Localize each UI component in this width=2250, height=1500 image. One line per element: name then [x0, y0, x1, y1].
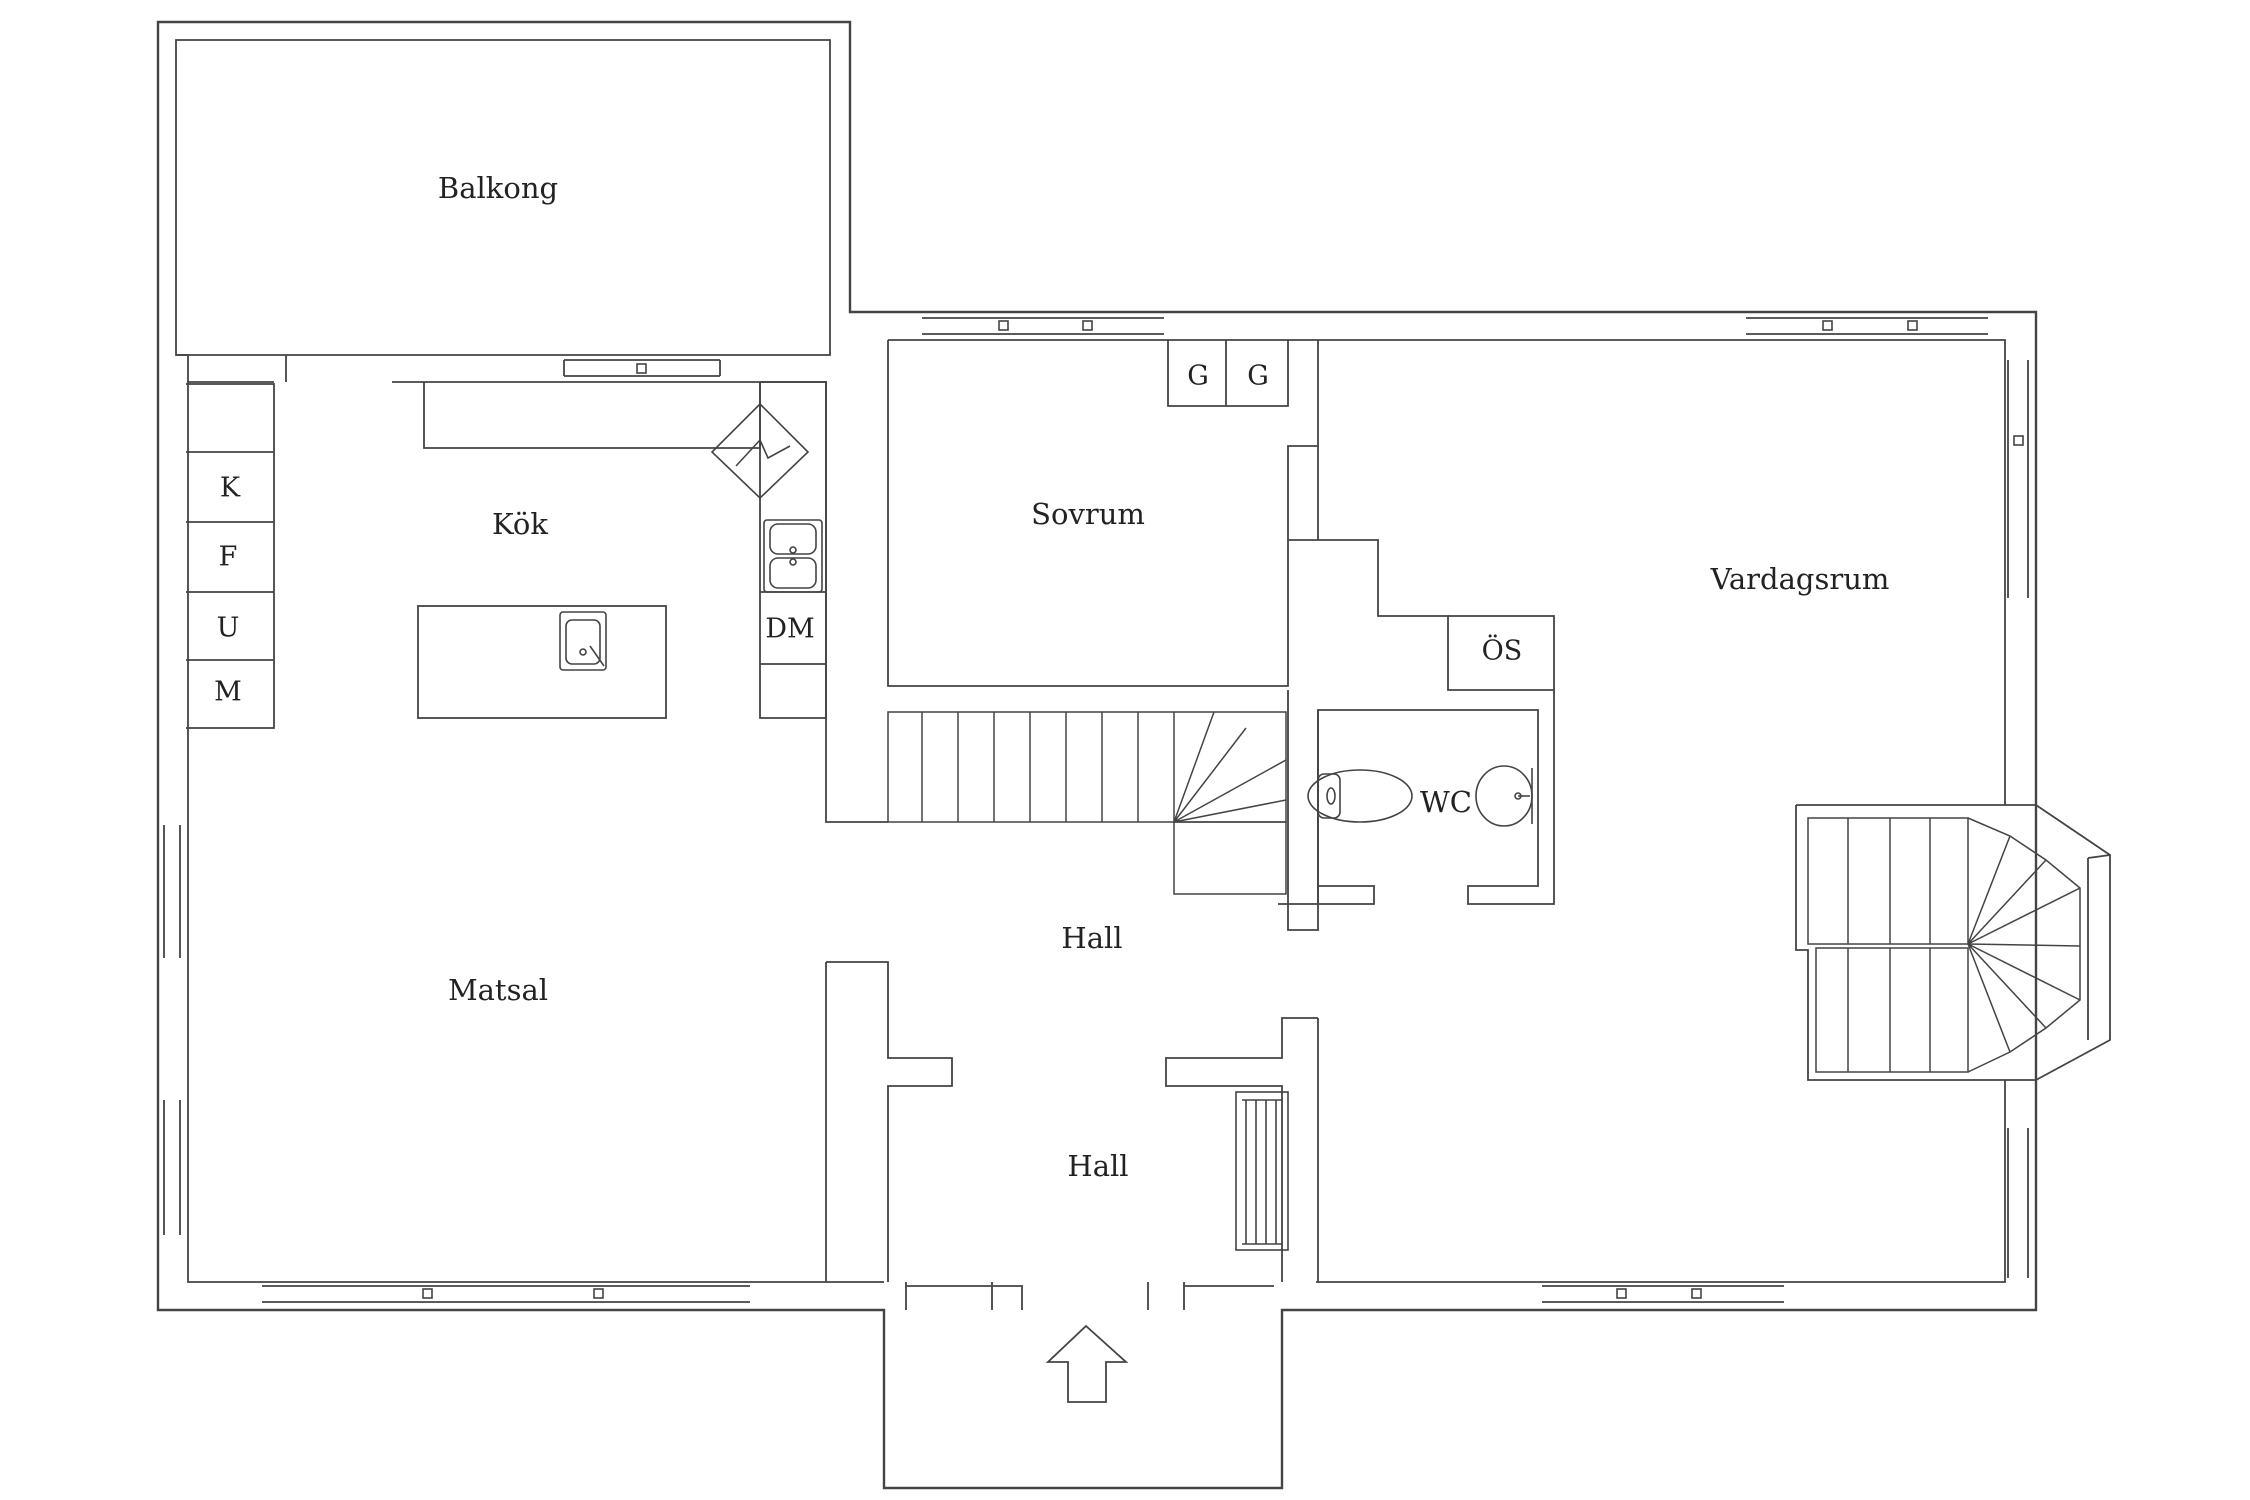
appliance-label-k: K: [220, 473, 241, 504]
interior-walls: [392, 340, 2111, 1282]
appliance-label-dm: DM: [765, 614, 814, 645]
appliance-label-u: U: [217, 613, 240, 644]
radiator-icon: [1235, 1091, 1289, 1251]
room-label-balkong: Balkong: [438, 171, 558, 205]
room-label-vardagsrum: Vardagsrum: [1710, 562, 1890, 596]
appliance-label-g2: G: [1247, 361, 1269, 392]
appliance-label-f: F: [219, 542, 238, 573]
right-staircase: [1807, 817, 2081, 1073]
toilet-icon: [1307, 769, 1413, 823]
room-label-hall-entry: Hall: [1067, 1149, 1128, 1183]
island-sink-icon: [559, 611, 607, 671]
room-label-sovrum: Sovrum: [1031, 497, 1145, 531]
double-sink-icon: [763, 519, 823, 593]
kitchen-fixtures: [186, 381, 827, 729]
appliance-label-m: M: [214, 677, 242, 708]
appliance-label-os: ÖS: [1482, 633, 1523, 667]
room-label-matsal: Matsal: [448, 973, 548, 1007]
room-label-kok: Kök: [492, 507, 548, 541]
wc-fixtures: [1307, 765, 1533, 827]
windows: [163, 317, 2029, 1310]
outer-walls: [156, 20, 2038, 1490]
fireplace-icon: [710, 402, 810, 500]
room-label-wc: WC: [1420, 785, 1472, 819]
room-label-hall-main: Hall: [1061, 921, 1122, 955]
central-staircase: [887, 711, 1287, 895]
up-arrow-icon: [1045, 1324, 1129, 1403]
appliance-label-g1: G: [1187, 361, 1209, 392]
washbasin-icon: [1475, 765, 1533, 827]
kitchen-island: [417, 605, 667, 719]
